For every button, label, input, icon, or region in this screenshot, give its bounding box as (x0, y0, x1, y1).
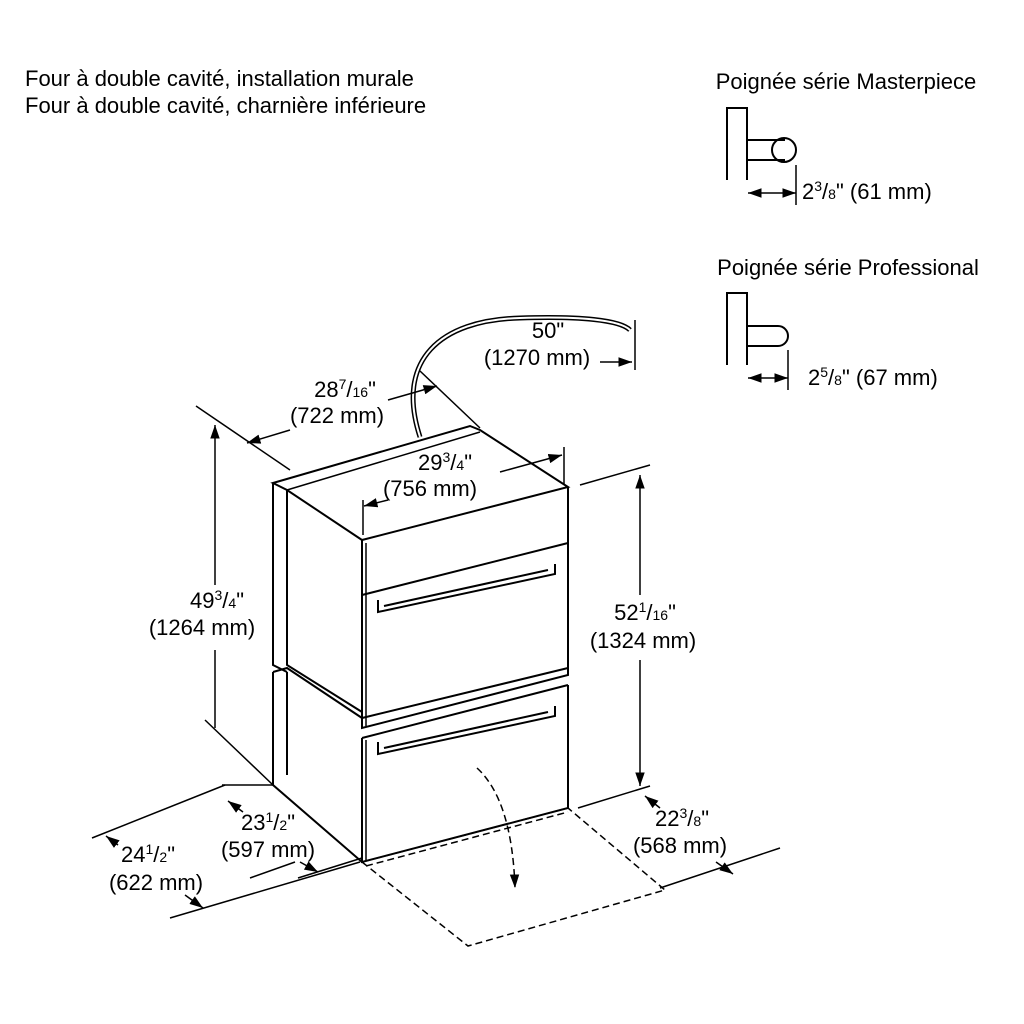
upper-door-handle (377, 564, 556, 614)
title-line-2: Four à double cavité, charnière inférieu… (25, 93, 426, 118)
depth-top-mm: (722 mm) (290, 403, 384, 428)
door-depth-mm: (568 mm) (633, 833, 727, 858)
depth-a-inches: 231/2" (241, 809, 295, 835)
door-edge-icon (726, 107, 748, 180)
masterpiece-handle-detail: Poignée série Masterpiece 23/8" (61 mm) (716, 69, 976, 205)
handle-post (747, 139, 785, 161)
cable-length-inches: 50" (532, 318, 564, 343)
depth-b-mm: (622 mm) (109, 870, 203, 895)
depth-a-mm: (597 mm) (221, 837, 315, 862)
professional-handle-detail: Poignée série Professional 25/8" (67 mm) (717, 255, 979, 390)
height-right-inches: 521/16" (614, 599, 676, 625)
height-right-mm: (1324 mm) (590, 628, 696, 653)
height-left-inches: 493/4" (190, 587, 244, 613)
power-cable (410, 315, 632, 438)
professional-dim-text: 25/8" (67 mm) (808, 364, 938, 390)
depth-top-inches: 287/16" (314, 376, 376, 402)
door-depth-inches: 223/8" (655, 805, 709, 831)
handle-knob-icon (771, 137, 797, 163)
handle-knob-icon (747, 325, 789, 347)
width-inches: 293/4" (418, 449, 472, 475)
masterpiece-handle-label: Poignée série Masterpiece (716, 69, 976, 94)
masterpiece-dim-text: 23/8" (61 mm) (802, 178, 932, 204)
professional-handle-label: Poignée série Professional (717, 255, 979, 280)
door-swing-arrow (476, 767, 520, 889)
lower-door-handle (377, 706, 556, 756)
depth-b-inches: 241/2" (121, 841, 175, 867)
door-edge-icon (726, 292, 748, 365)
cable-length-mm: (1270 mm) (484, 345, 590, 370)
title-line-1: Four à double cavité, installation mural… (25, 66, 414, 91)
height-left-mm: (1264 mm) (149, 615, 255, 640)
control-panel (361, 542, 569, 596)
width-mm: (756 mm) (383, 476, 477, 501)
door-open-footprint (360, 807, 667, 947)
